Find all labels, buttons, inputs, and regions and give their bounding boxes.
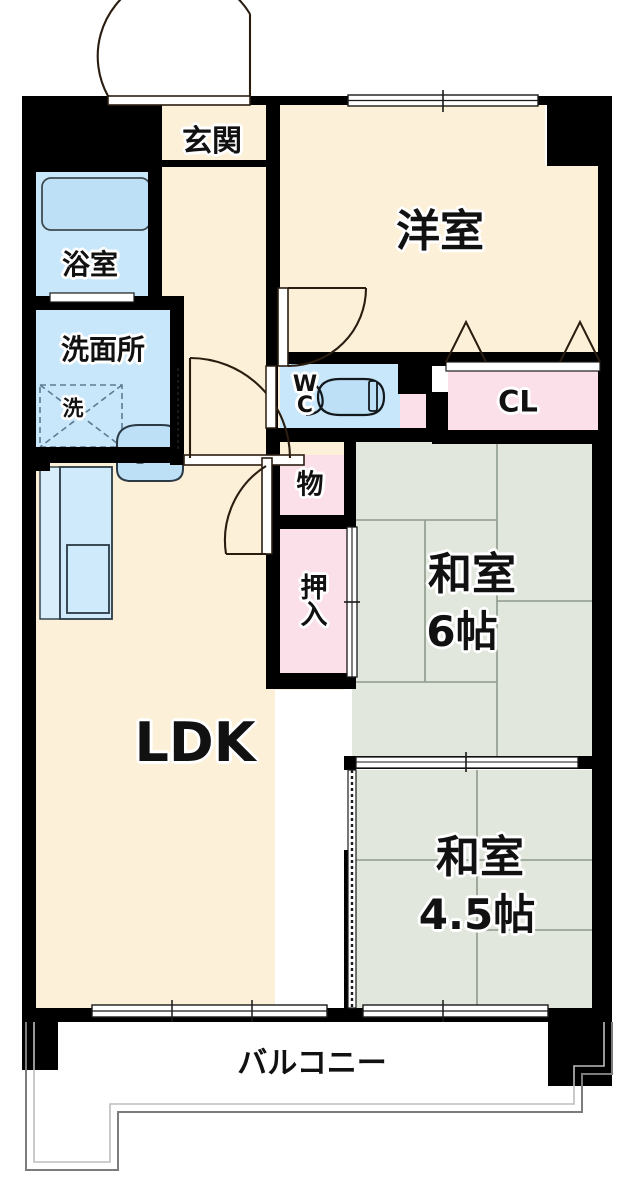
floor-fills bbox=[35, 104, 600, 1010]
room-label-bath: 浴室 bbox=[61, 248, 119, 281]
room-label-oshiire: 押入 bbox=[295, 573, 327, 627]
wall-tatami6-left-top bbox=[344, 430, 356, 456]
room-label-washroom: 洗面所 bbox=[60, 333, 146, 366]
tatami6-sliding-door[interactable] bbox=[355, 752, 579, 772]
wall-cl-bottom bbox=[432, 430, 602, 444]
wall-tatami45-left-top bbox=[344, 756, 356, 770]
windows[interactable] bbox=[49, 90, 601, 1022]
balcony-outline bbox=[25, 1022, 613, 1171]
room-label-entrance: 玄関 bbox=[182, 124, 242, 159]
entrance-floor bbox=[160, 104, 275, 164]
room-label-balcony: バルコニー bbox=[237, 1046, 387, 1081]
ldk-swing-door[interactable] bbox=[223, 457, 273, 556]
cl-floor bbox=[448, 370, 600, 432]
wall-left-outer bbox=[22, 96, 36, 1014]
room-label-ldk: LDK bbox=[134, 711, 256, 774]
room-label-tatami6: 和室 bbox=[428, 549, 516, 600]
fixture-label-washer: 洗 bbox=[62, 396, 84, 421]
wall-storage-right bbox=[344, 442, 356, 524]
closet-door-header bbox=[445, 361, 601, 372]
room-label-wc: W C bbox=[292, 372, 318, 418]
wall-washroom-bottom bbox=[22, 447, 184, 463]
bedroom-swing-door[interactable] bbox=[277, 286, 368, 368]
tatami45-partition[interactable] bbox=[347, 769, 357, 1009]
wall-storage-bottom bbox=[266, 515, 356, 529]
room-label-western: 洋室 bbox=[396, 206, 484, 257]
oshiire-sliding-door[interactable] bbox=[344, 526, 360, 678]
room-size-tatami45: 4.5帖 bbox=[418, 890, 536, 939]
tatami45-floor bbox=[352, 770, 600, 1010]
wall-top-right-notch bbox=[547, 96, 603, 166]
bedroom-window[interactable] bbox=[347, 90, 539, 112]
wall-hall-stub bbox=[170, 447, 184, 465]
wc-side-closet bbox=[400, 392, 428, 430]
wall-bottom-left-block bbox=[22, 1008, 58, 1070]
bath-window[interactable] bbox=[49, 292, 135, 303]
washroom-swing-door[interactable] bbox=[183, 356, 305, 466]
wc-door[interactable] bbox=[265, 365, 277, 429]
entrance-swing-door[interactable] bbox=[96, 0, 252, 106]
ldk-balcony-window[interactable] bbox=[91, 1000, 328, 1022]
closet-folding-door[interactable] bbox=[445, 319, 601, 363]
room-label-tatami45: 和室 bbox=[436, 832, 524, 883]
tatami-mat-lines bbox=[351, 440, 600, 1010]
wall-oshiire-left bbox=[266, 521, 280, 687]
oshiire-floor bbox=[280, 527, 348, 677]
wall-wc-right bbox=[398, 352, 432, 394]
room-size-tatami6: 6帖 bbox=[426, 607, 498, 656]
wall-wc-side-closet-r bbox=[426, 392, 448, 442]
wall-bath-right bbox=[148, 96, 162, 306]
room-label-cl: CL bbox=[498, 384, 538, 419]
wall-oshiire-bottom bbox=[266, 673, 356, 689]
swing-doors[interactable] bbox=[96, 0, 601, 556]
entrance-step bbox=[160, 160, 276, 167]
tatami-balcony-window[interactable] bbox=[362, 1000, 549, 1022]
wall-wc-top bbox=[266, 352, 432, 364]
wall-tatami-right-inner bbox=[592, 430, 606, 1010]
room-label-storage: 物 bbox=[296, 469, 324, 501]
wall-top-left bbox=[22, 96, 162, 172]
bathtub-icon bbox=[41, 177, 151, 231]
toilet-bowl-icon bbox=[291, 377, 386, 417]
sliding-doors[interactable] bbox=[177, 368, 579, 1009]
western-room-floor bbox=[280, 104, 600, 356]
kitchen-counter-icon bbox=[39, 466, 113, 620]
